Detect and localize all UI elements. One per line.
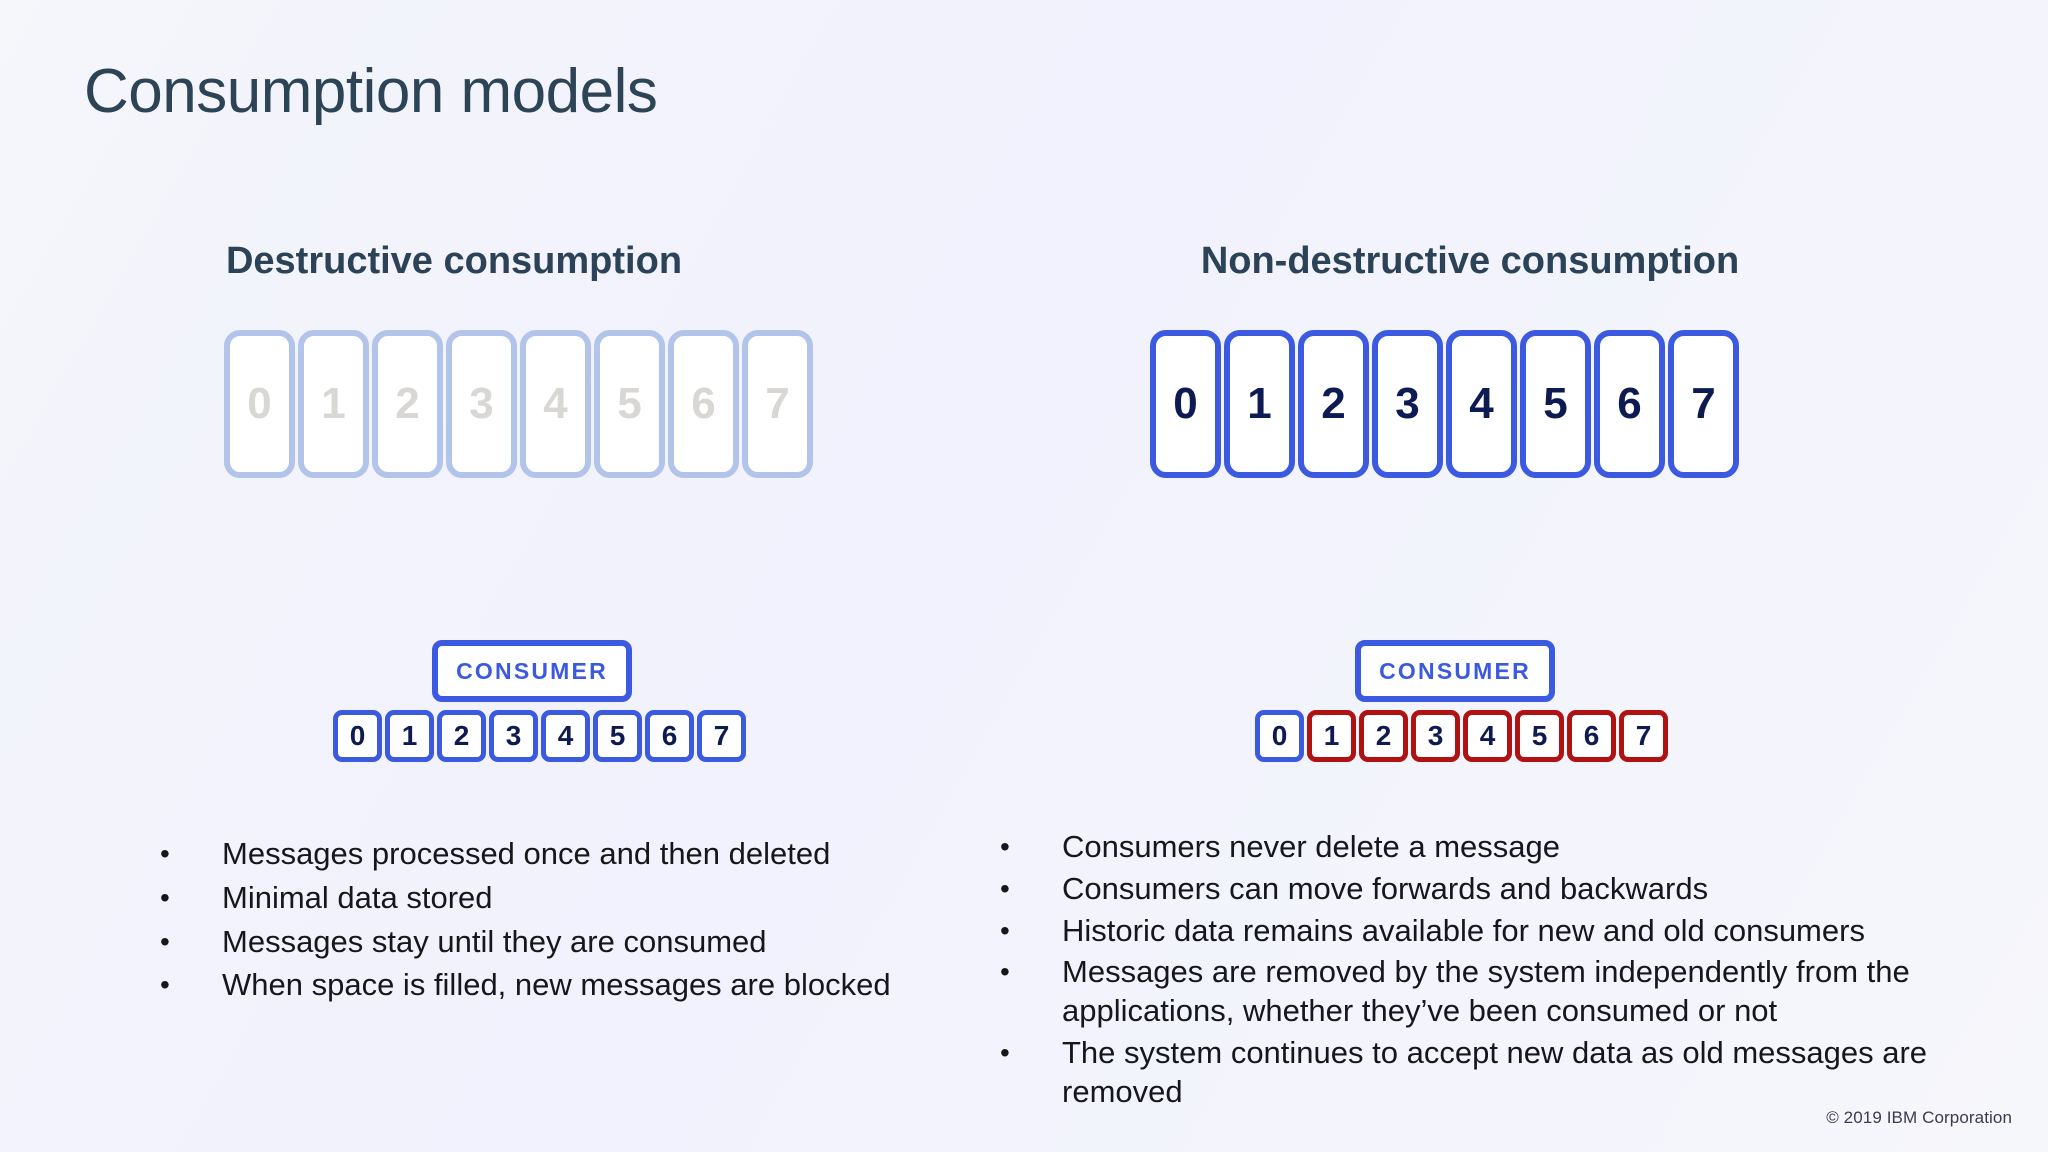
bullet-dot-icon: • <box>1000 831 1010 862</box>
column-destructive: Destructive consumption 0 1 2 3 4 5 6 7 <box>84 240 1044 478</box>
bullet-dot-icon: • <box>160 838 170 869</box>
mini-card: 5 <box>1515 710 1564 762</box>
list-item: • Consumers can move forwards and backwa… <box>1000 870 2010 909</box>
page-title: Consumption models <box>84 57 658 126</box>
mini-card: 5 <box>593 710 642 762</box>
mini-card: 3 <box>1411 710 1460 762</box>
queue-card: 7 <box>742 329 813 478</box>
queue-card: 2 <box>1298 329 1369 478</box>
queue-card: 3 <box>446 329 517 478</box>
queue-card: 6 <box>1594 329 1665 478</box>
list-item: • The system continues to accept new dat… <box>1000 1034 2010 1112</box>
list-item: • Consumers never delete a message <box>1000 828 2010 867</box>
list-item-text: The system continues to accept new data … <box>1062 1034 1928 1109</box>
bullet-dot-icon: • <box>160 881 170 913</box>
consumer-badge: CONSUMER <box>432 640 632 702</box>
mini-card: 2 <box>437 710 486 762</box>
mini-card: 1 <box>1307 710 1356 762</box>
mini-card: 4 <box>541 710 590 762</box>
list-item-text: When space is filled, new messages are b… <box>222 967 891 1003</box>
mini-card: 0 <box>333 710 382 762</box>
queue-card: 4 <box>1446 329 1517 478</box>
queue-card: 0 <box>1150 329 1221 478</box>
column-non-destructive: Non-destructive consumption 0 1 2 3 4 5 … <box>1010 240 2020 478</box>
list-item-text: Historic data remains available for new … <box>1062 912 1865 948</box>
column-heading-non-destructive: Non-destructive consumption <box>1200 240 1740 282</box>
bullet-dot-icon: • <box>1000 956 1010 988</box>
mini-card: 4 <box>1463 710 1512 762</box>
bullet-dot-icon: • <box>1000 914 1010 946</box>
bullet-list-non-destructive: • Consumers never delete a message • Con… <box>1000 828 2010 1114</box>
consumer-mini-row-destructive: 0 1 2 3 4 5 6 7 <box>333 710 1044 762</box>
list-item: • Messages stay until they are consumed <box>160 923 950 962</box>
bullet-dot-icon: • <box>1000 1036 1010 1068</box>
list-item-text: Messages processed once and then deleted <box>222 836 831 871</box>
list-item-text: Minimal data stored <box>222 879 493 915</box>
queue-card: 1 <box>298 329 369 478</box>
queue-card: 5 <box>594 329 665 478</box>
queue-card: 6 <box>668 329 739 478</box>
column-heading-destructive: Destructive consumption <box>225 240 683 282</box>
queue-card: 7 <box>1668 329 1739 478</box>
list-item: • When space is filled, new messages are… <box>160 966 950 1005</box>
list-item: • Messages are removed by the system ind… <box>1000 953 2010 1031</box>
queue-card: 1 <box>1224 329 1295 478</box>
list-item: • Historic data remains available for ne… <box>1000 912 2010 951</box>
queue-row-non-destructive: 0 1 2 3 4 5 6 7 <box>1150 329 2020 478</box>
queue-card: 2 <box>372 329 443 478</box>
bullet-dot-icon: • <box>160 969 170 1001</box>
list-item-text: Messages stay until they are consumed <box>222 923 767 959</box>
footer-copyright: © 2019 IBM Corporation <box>1826 1108 2012 1127</box>
queue-card: 5 <box>1520 329 1591 478</box>
queue-card: 3 <box>1372 329 1443 478</box>
list-item: • Minimal data stored <box>160 879 950 918</box>
queue-card: 4 <box>520 329 591 478</box>
mini-card: 7 <box>697 710 746 762</box>
mini-card: 2 <box>1359 710 1408 762</box>
mini-card: 3 <box>489 710 538 762</box>
list-item-text: Consumers never delete a message <box>1062 829 1560 864</box>
consumer-block-non-destructive: CONSUMER 0 1 2 3 4 5 6 7 <box>1010 640 2020 762</box>
consumer-mini-row-non-destructive: 0 1 2 3 4 5 6 7 <box>1255 710 2020 762</box>
mini-card: 6 <box>1567 710 1616 762</box>
bullet-dot-icon: • <box>1000 872 1010 904</box>
list-item-text: Messages are removed by the system indep… <box>1062 954 1910 1028</box>
mini-card: 6 <box>645 710 694 762</box>
queue-card: 0 <box>224 329 295 478</box>
mini-card: 1 <box>385 710 434 762</box>
mini-card: 0 <box>1255 710 1304 762</box>
bullet-list-destructive: • Messages processed once and then delet… <box>160 835 950 1010</box>
queue-row-destructive: 0 1 2 3 4 5 6 7 <box>224 329 1044 478</box>
consumer-block-destructive: CONSUMER 0 1 2 3 4 5 6 7 <box>84 640 1044 762</box>
list-item: • Messages processed once and then delet… <box>160 835 950 874</box>
mini-card: 7 <box>1619 710 1668 762</box>
list-item-text: Consumers can move forwards and backward… <box>1062 870 1709 906</box>
consumer-badge: CONSUMER <box>1355 640 1555 702</box>
bullet-dot-icon: • <box>160 925 170 957</box>
